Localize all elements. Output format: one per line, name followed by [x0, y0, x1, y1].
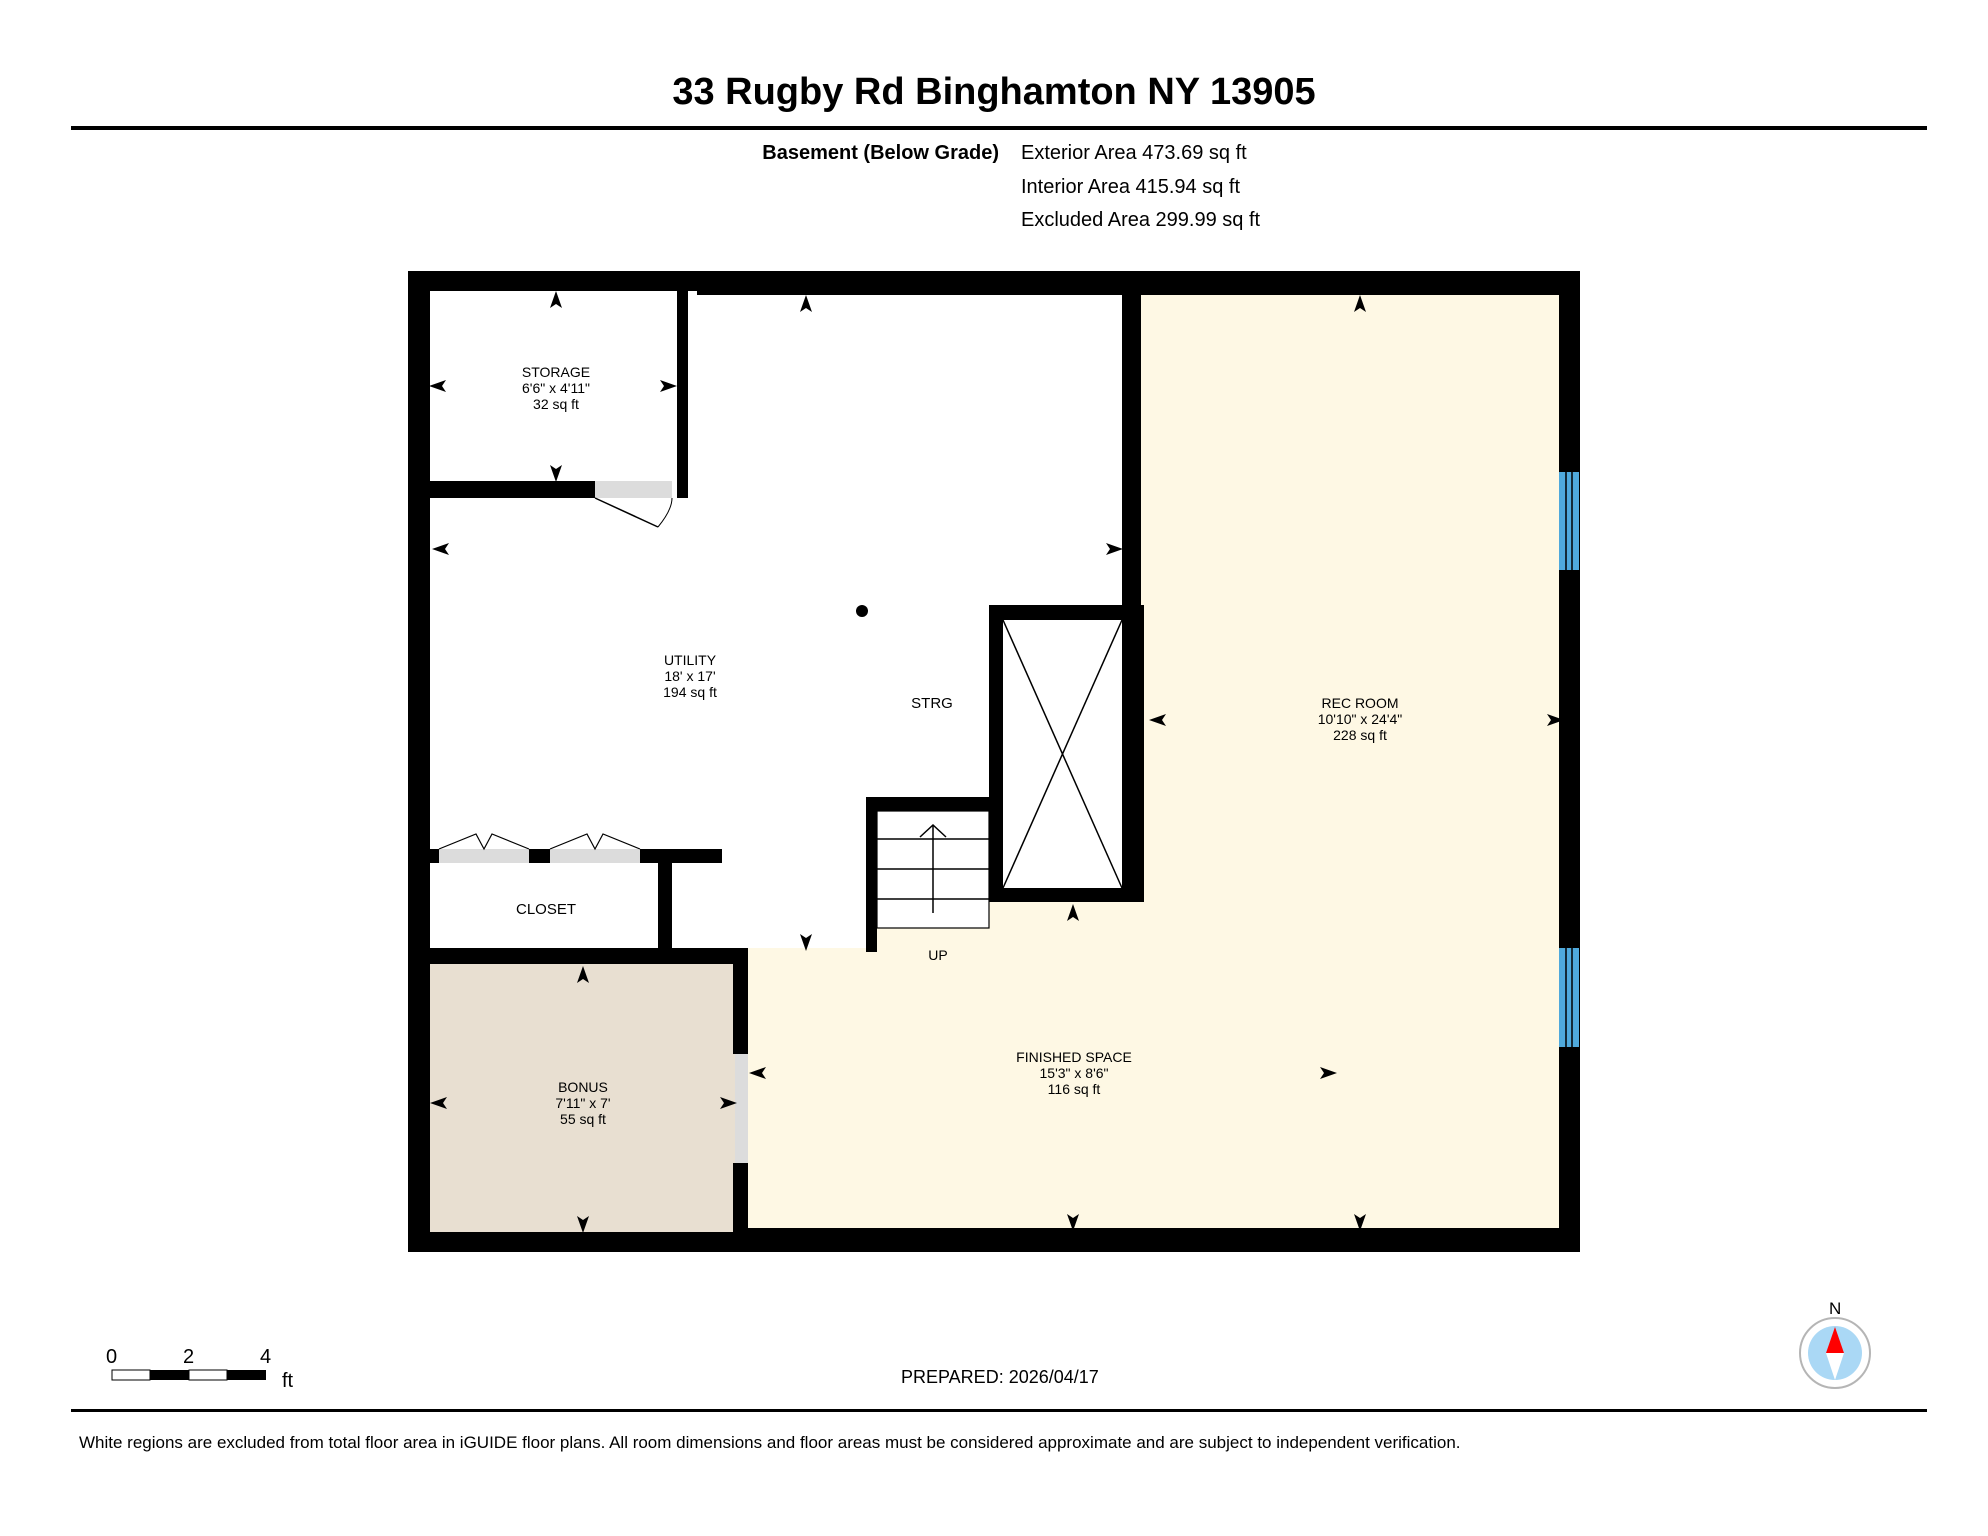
- page-title: 33 Rugby Rd Binghamton NY 13905: [672, 71, 1316, 113]
- bonus-fill: [429, 964, 735, 1233]
- interior-walls: [408, 271, 1144, 1233]
- stair-up-label: UP: [928, 947, 947, 963]
- room-area: 32 sq ft: [533, 396, 579, 412]
- room-dims: 7'11" x 7': [555, 1095, 610, 1111]
- disclaimer-note: White regions are excluded from total fl…: [79, 1433, 1461, 1452]
- scale-bar: [111, 1369, 266, 1381]
- support-post-icon: [856, 605, 868, 617]
- room-name: CLOSET: [516, 901, 576, 918]
- room-area: 194 sq ft: [663, 684, 717, 700]
- room-name: STRG: [911, 695, 953, 712]
- room-name: UTILITY: [664, 652, 717, 668]
- room-finished-space: FINISHED SPACE 15'3" x 8'6" 116 sq ft: [1016, 1049, 1132, 1097]
- room-closet: CLOSET: [516, 901, 576, 918]
- room-name: REC ROOM: [1322, 695, 1399, 711]
- window-upper: [1559, 472, 1579, 570]
- compass-north-label: N: [1829, 1299, 1842, 1318]
- scale-tick-4: 4: [260, 1346, 272, 1368]
- prepared-date: PREPARED: 2026/04/17: [901, 1367, 1099, 1387]
- room-strg: STRG: [911, 695, 953, 712]
- footer-divider: [71, 1409, 1927, 1412]
- room-dims: 6'6" x 4'11": [522, 380, 590, 396]
- excluded-area: Excluded Area 299.99 sq ft: [1021, 209, 1261, 231]
- open-area-x-box: [1002, 619, 1123, 889]
- stair-label: UP: [928, 947, 947, 963]
- window-lower: [1559, 948, 1579, 1047]
- staircase[interactable]: [876, 810, 990, 929]
- room-area: 55 sq ft: [560, 1111, 606, 1127]
- scale-tick-0: 0: [106, 1346, 118, 1368]
- room-name: FINISHED SPACE: [1016, 1049, 1132, 1065]
- closet-bifold-door-left[interactable]: [438, 833, 530, 863]
- rec-room-fill: [1140, 295, 1559, 1228]
- room-utility: UTILITY 18' x 17' 194 sq ft: [663, 652, 717, 700]
- floor-label: Basement (Below Grade): [762, 142, 999, 164]
- room-dims: 15'3" x 8'6": [1040, 1065, 1109, 1081]
- room-name: BONUS: [558, 1079, 608, 1095]
- finished-space-fill: [748, 948, 1148, 1228]
- exterior-area: Exterior Area 473.69 sq ft: [1021, 142, 1247, 164]
- interior-area: Interior Area 415.94 sq ft: [1021, 176, 1241, 198]
- bonus-opening: [735, 1054, 748, 1163]
- room-dims: 10'10" x 24'4": [1318, 711, 1403, 727]
- room-bonus: BONUS 7'11" x 7' 55 sq ft: [555, 1079, 610, 1127]
- room-dims: 18' x 17': [664, 668, 715, 684]
- room-rec-room: REC ROOM 10'10" x 24'4" 228 sq ft: [1318, 695, 1403, 743]
- room-storage: STORAGE 6'6" x 4'11" 32 sq ft: [522, 364, 590, 412]
- header-divider: [71, 126, 1927, 130]
- storage-door[interactable]: [594, 481, 673, 528]
- compass-north-icon: [1799, 1317, 1871, 1389]
- room-area: 228 sq ft: [1333, 727, 1387, 743]
- room-area: 116 sq ft: [1048, 1081, 1101, 1097]
- room-name: STORAGE: [522, 364, 590, 380]
- scale-unit: ft: [282, 1370, 294, 1392]
- closet-bifold-door-right[interactable]: [549, 833, 641, 863]
- scale-tick-2: 2: [183, 1346, 195, 1368]
